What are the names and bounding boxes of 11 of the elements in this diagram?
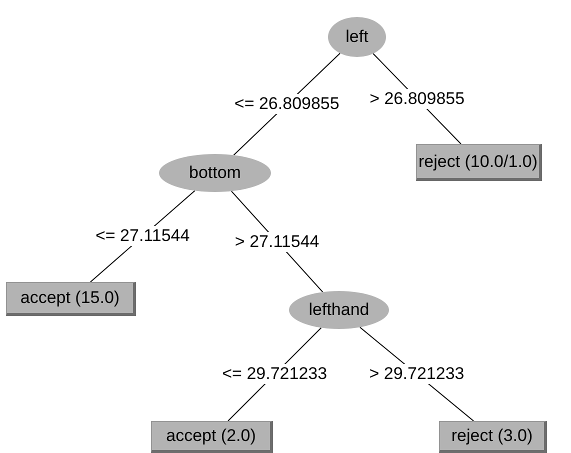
node-label: left <box>346 27 368 47</box>
node-label: lefthand <box>308 300 370 320</box>
leaf-node <box>151 421 273 453</box>
node-label: accept (2.0) <box>166 426 256 446</box>
leaf-node <box>6 282 136 316</box>
leaf-node <box>416 144 542 181</box>
node-label: reject (10.0/1.0) <box>418 152 538 172</box>
leaf-node <box>439 421 547 453</box>
node-label: accept (15.0) <box>20 288 120 308</box>
node-label: reject (3.0) <box>451 426 533 446</box>
node-label: bottom <box>189 163 241 183</box>
